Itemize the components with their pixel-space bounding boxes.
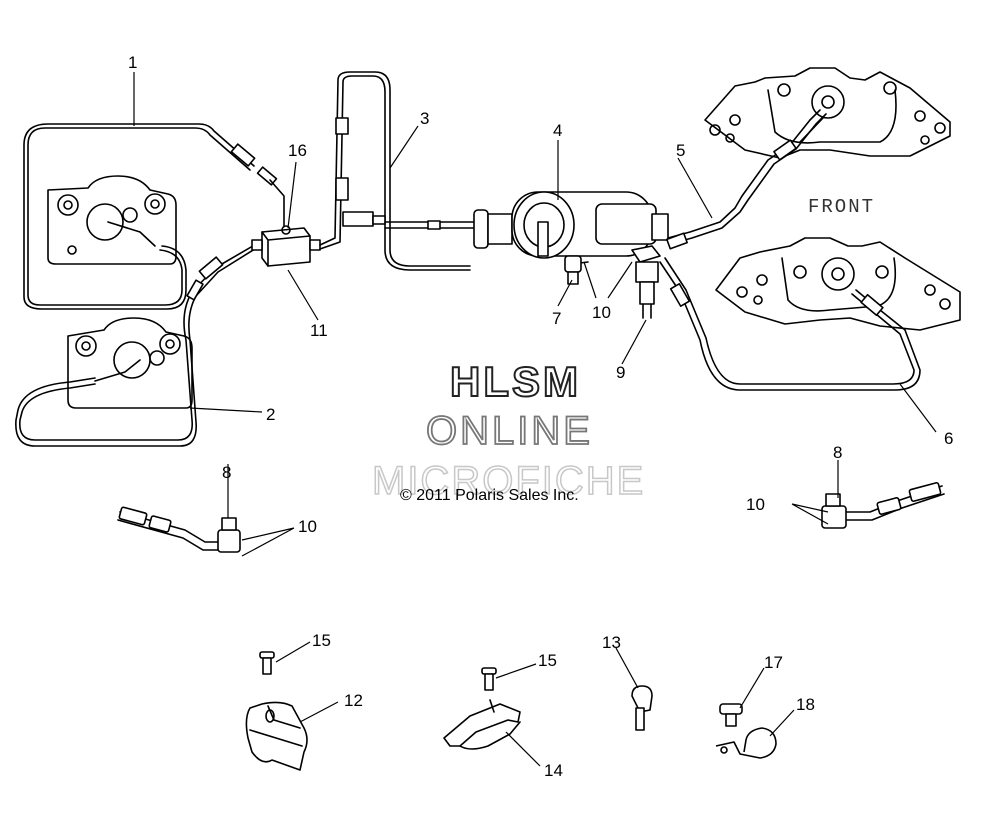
brake-line-3	[319, 71, 479, 271]
screw-15-right	[481, 667, 497, 691]
callout-8-left: 8	[222, 463, 231, 482]
leader-lines	[133, 72, 937, 767]
callout-4: 4	[553, 121, 562, 140]
callout-9: 9	[616, 363, 625, 382]
brake-line-2	[15, 242, 259, 447]
callout-2: 2	[266, 405, 275, 424]
callout-16: 16	[288, 141, 307, 160]
callout-1: 1	[128, 53, 137, 72]
callout-8-right: 8	[833, 443, 842, 462]
screw-15-left	[259, 651, 275, 675]
callout-3: 3	[420, 109, 429, 128]
detail-fitting-right	[821, 481, 945, 529]
callout-numbers: 1 2 3 4 5 6 7 10 9 11 16 8 10 8 10 15 12…	[128, 53, 953, 780]
distribution-block-11	[251, 225, 321, 267]
front-label: FRONT	[808, 196, 875, 218]
brake-switch-9	[631, 245, 661, 319]
clip-12	[245, 701, 308, 771]
detail-fitting-left	[117, 506, 241, 553]
front-caliper-upper	[704, 67, 951, 159]
watermark-line2: ONLINE	[426, 409, 593, 453]
banjo-fitting-7	[564, 255, 582, 285]
brake-line-6	[659, 257, 921, 391]
rear-caliper-upper	[47, 175, 177, 265]
callout-5: 5	[676, 141, 685, 160]
callout-10-center: 10	[592, 303, 611, 322]
callout-15-right: 15	[538, 651, 557, 670]
copyright-text: © 2011 Polaris Sales Inc.	[400, 487, 579, 504]
brake-line-5	[666, 109, 827, 250]
callout-10-right: 10	[746, 495, 765, 514]
watermark-line1: HLSM	[450, 358, 581, 405]
wire-clip-13	[631, 685, 653, 731]
master-cylinder-4	[473, 191, 669, 265]
callout-6: 6	[944, 429, 953, 448]
callout-17: 17	[764, 653, 783, 672]
callout-12: 12	[344, 691, 363, 710]
front-caliper-lower	[715, 237, 961, 331]
brake-line-1	[23, 123, 285, 310]
callout-13: 13	[602, 633, 621, 652]
bolt-17	[719, 703, 743, 727]
watermark-line3: MICROFICHE	[372, 459, 645, 503]
callout-15-left: 15	[312, 631, 331, 650]
p-clamp-18	[715, 727, 777, 759]
callout-10-left: 10	[298, 517, 317, 536]
callout-14: 14	[544, 761, 563, 780]
callout-11: 11	[310, 321, 328, 340]
bracket-14	[443, 699, 521, 750]
callout-18: 18	[796, 695, 815, 714]
callout-7: 7	[552, 309, 561, 328]
rear-caliper-lower	[67, 317, 193, 409]
